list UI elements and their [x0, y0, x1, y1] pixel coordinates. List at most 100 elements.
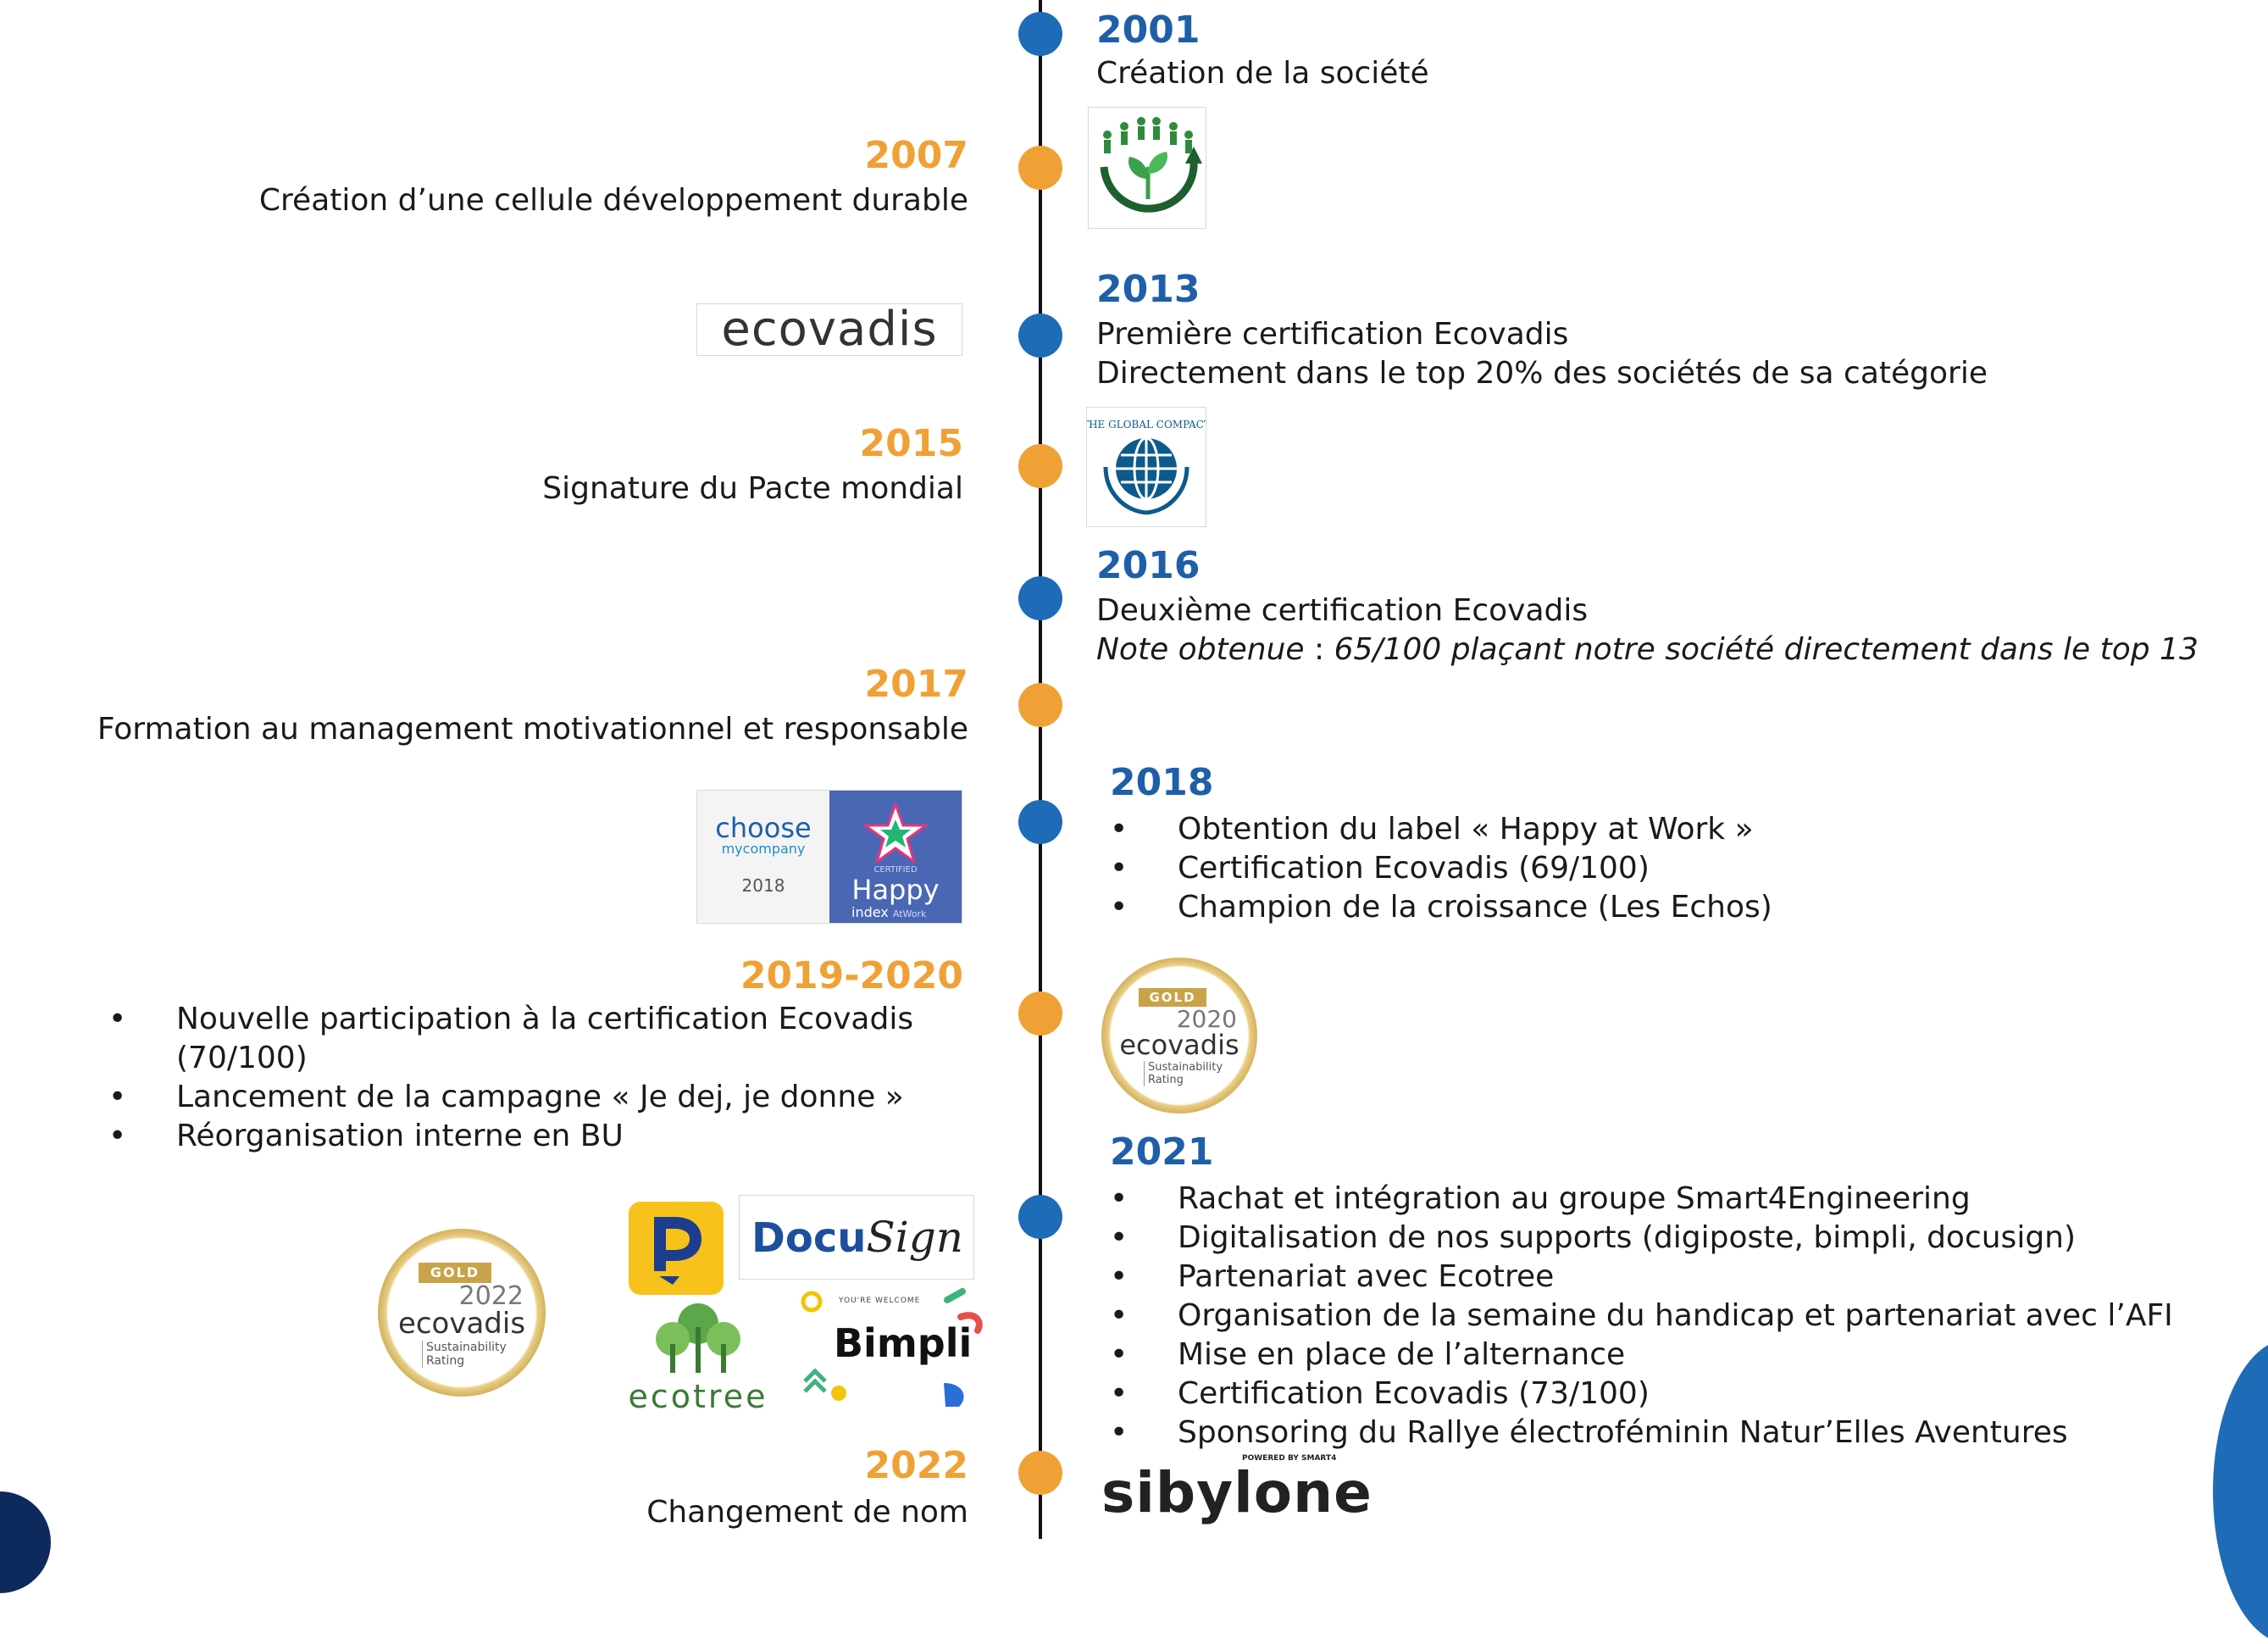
timeline-dot-2018 — [1018, 800, 1062, 844]
timeline-dot-2021 — [1018, 1195, 1062, 1239]
sibylone-logo: POWERED BY SMART4 sibylone — [1101, 1454, 1372, 1539]
event-line: Première certification Ecovadis — [1096, 317, 1569, 352]
event-2019-2020-year: 2019-2020 — [740, 958, 963, 995]
timeline-dot-2015 — [1018, 444, 1062, 488]
event-year: 2016 — [1096, 544, 1201, 587]
event-line: Deuxième certification Ecovadis — [1096, 593, 1589, 628]
timeline-dot-2019-2020 — [1018, 991, 1062, 1036]
happy-text: Happy — [851, 874, 940, 906]
badge-brand: ecovadis — [1119, 1029, 1239, 1061]
bullet-item: Réorganisation interne en BU — [107, 1117, 962, 1156]
timeline-dot-2007 — [1018, 146, 1062, 190]
sustainability-logo — [1088, 107, 1206, 229]
event-note-value: 65/100 plaçant notre société directement… — [1334, 632, 2199, 667]
timeline-dot-2013 — [1018, 314, 1062, 358]
badge-gold-label: GOLD — [1139, 988, 1206, 1007]
bullet-item: Lancement de la campagne « Je dej, je do… — [107, 1078, 962, 1117]
corner-decor-right — [2213, 1339, 2268, 1644]
sustainability-people-icon — [1100, 117, 1202, 213]
badge-brand: ecovadis — [397, 1307, 526, 1341]
event-year: 2022 — [864, 1444, 968, 1487]
event-year: 2019-2020 — [740, 954, 963, 997]
event-year: 2021 — [1110, 1130, 1214, 1174]
index-word: index — [851, 904, 889, 920]
event-year: 2013 — [1096, 268, 1201, 311]
bullet-item: Organisation de la semaine du handicap e… — [1108, 1297, 2173, 1336]
badge-gold-label: GOLD — [419, 1263, 491, 1283]
bullet-item: Certification Ecovadis (69/100) — [1108, 849, 1772, 888]
bimpli-wordmark: Bimpli — [834, 1320, 973, 1366]
event-text: Création de la société — [1096, 56, 1429, 91]
event-line: Directement dans le top 20% des sociétés… — [1096, 356, 1988, 391]
event-text: Création d’une cellule développement dur… — [258, 183, 968, 218]
certified-text: CERTIFIED — [873, 865, 918, 875]
badge-sub1: Sustainability — [426, 1341, 507, 1354]
docusign-sign: Sign — [866, 1213, 963, 1262]
event-note-sep: : — [1304, 632, 1334, 667]
bullet-item: Rachat et intégration au groupe Smart4En… — [1108, 1180, 2173, 1219]
ecovadis-logo: ecovadis — [696, 303, 962, 356]
event-bullets: Obtention du label « Happy at Work » Cer… — [1108, 810, 1772, 927]
badge-year: 2020 — [1176, 1005, 1237, 1033]
bimpli-logo: YOU'RE WELCOME Bimpli — [796, 1283, 993, 1412]
badge-year: 2022 — [458, 1281, 524, 1311]
bullet-item: Champion de la croissance (Les Echos) — [1108, 888, 1772, 927]
bullet-item: Certification Ecovadis (73/100) — [1108, 1375, 2173, 1414]
digiposte-icon — [654, 1217, 701, 1285]
event-text: Changement de nom — [646, 1495, 968, 1530]
event-2016: 2016 Deuxième certification Ecovadis Not… — [1096, 547, 2199, 669]
timeline-axis — [1039, 0, 1042, 1539]
event-2007: 2007 Création d’une cellule développemen… — [259, 137, 968, 220]
sibylone-powered: POWERED BY SMART4 — [1242, 1454, 1337, 1463]
ecotree-logo: ecotree — [624, 1302, 773, 1415]
timeline-dot-2016 — [1018, 576, 1062, 620]
event-2022: 2022 Changement de nom — [646, 1447, 968, 1532]
global-compact-logo: THE GLOBAL COMPACT — [1082, 407, 1211, 527]
atwork-word: AtWork — [892, 908, 927, 919]
bullet-item: Obtention du label « Happy at Work » — [1108, 810, 1772, 849]
index-text: index AtWork — [851, 904, 926, 920]
global-compact-icon: THE GLOBAL COMPACT — [1082, 419, 1211, 515]
bullet-item: Mise en place de l’alternance — [1108, 1336, 2173, 1375]
bimpli-decor-icon — [801, 1288, 983, 1407]
timeline-dot-2001 — [1018, 12, 1062, 56]
event-text: Formation au management motivationnel et… — [97, 712, 968, 747]
event-text: Signature du Pacte mondial — [542, 471, 963, 506]
event-2021: 2021 Rachat et intégration au groupe Sma… — [1108, 1130, 2173, 1453]
event-2001: 2001 Création de la société — [1096, 12, 1429, 93]
bullet-item: Sponsoring du Rallye électroféminin Natu… — [1108, 1414, 2173, 1452]
timeline-dot-2022 — [1018, 1451, 1062, 1495]
bullet-text-cont: (70/100) — [176, 1041, 308, 1075]
timeline-dot-2017 — [1018, 683, 1062, 727]
mycompany-text: mycompany — [721, 841, 806, 857]
logo-year: 2018 — [741, 875, 785, 896]
ecotree-trees-icon — [656, 1303, 740, 1373]
event-year: 2017 — [864, 663, 968, 706]
choose-text: choose — [715, 812, 812, 844]
event-2019-2020-bullets: Nouvelle participation à la certificatio… — [107, 1000, 962, 1156]
event-year: 2015 — [859, 422, 963, 465]
event-2015: 2015 Signature du Pacte mondial — [542, 425, 963, 508]
event-year: 2007 — [864, 134, 968, 177]
bullet-item: Digitalisation de nos supports (digipost… — [1108, 1219, 2173, 1258]
event-2018: 2018 Obtention du label « Happy at Work … — [1108, 764, 1772, 928]
ecovadis-wordmark: ecovadis — [721, 302, 938, 357]
ecotree-wordmark: ecotree — [628, 1378, 768, 1415]
docusign-docu: Docu — [751, 1214, 867, 1262]
bullet-text: Nouvelle participation à la certificatio… — [176, 1002, 914, 1036]
digiposte-logo — [629, 1202, 724, 1295]
event-note-label: Note obtenue — [1096, 632, 1305, 667]
event-line-italic: Note obtenue : 65/100 plaçant notre soci… — [1096, 630, 2199, 669]
event-2013: 2013 Première certification Ecovadis Dir… — [1096, 271, 1988, 393]
event-2017: 2017 Formation au management motivationn… — [97, 666, 968, 749]
sibylone-wordmark: sibylone — [1101, 1460, 1372, 1525]
event-year: 2001 — [1096, 8, 1201, 52]
badge-sub1: Sustainability — [1148, 1061, 1223, 1074]
bullet-item: Partenariat avec Ecotree — [1108, 1258, 2173, 1297]
docusign-logo: DocuSign — [739, 1195, 974, 1280]
happy-star-icon — [863, 803, 928, 864]
